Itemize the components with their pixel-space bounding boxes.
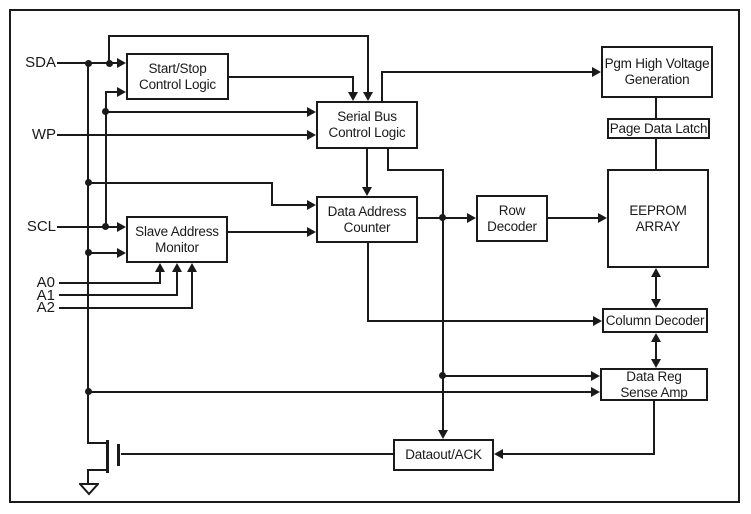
- wire-a1-riser: [176, 271, 178, 296]
- wire-row-decoder-to-eeprom: [548, 217, 598, 219]
- arrow-scl-into-start-stop: [117, 87, 126, 97]
- block-data-address-counter: Data Address Counter: [316, 196, 418, 243]
- wire-control-to-data-reg: [442, 375, 592, 377]
- pin-label-a0: A0: [36, 274, 55, 291]
- wire-scl-to-serial-bus: [105, 111, 308, 113]
- block-slave-address-monitor: Slave Address Monitor: [126, 216, 228, 263]
- wire-sda-to-data-reg: [87, 391, 592, 393]
- junction-control-data-reg: [439, 372, 446, 379]
- arrow-sam-into-dac: [307, 227, 316, 237]
- wire-serial-bus-up: [381, 71, 383, 101]
- mosfet-drain-stub: [87, 442, 107, 444]
- wire-serial-bus-to-dac: [366, 149, 368, 188]
- pin-label-sda: SDA: [25, 54, 56, 71]
- block-page-data-latch: Page Data Latch: [607, 118, 710, 139]
- wire-sda-to-sam: [87, 252, 118, 254]
- wire-serial-bus-right: [387, 169, 444, 171]
- block-row-decoder: Row Decoder: [476, 195, 548, 242]
- wire-sda-to-dac-v: [271, 182, 273, 206]
- block-dataout-ack: Dataout/ACK: [393, 439, 494, 471]
- arrow-into-column-decoder: [593, 316, 602, 326]
- wire-to-pgm-hv: [381, 71, 592, 73]
- block-data-reg-sense-amp: Data Reg Sense Amp: [600, 368, 708, 401]
- wire-a2-riser: [191, 271, 193, 309]
- pin-label-wp: WP: [31, 126, 56, 143]
- arrow-a1-into-sam: [172, 263, 182, 272]
- wire-eeprom-coldec: [655, 276, 657, 301]
- mosfet-channel-bar: [106, 440, 109, 473]
- arrow-a0-into-sam: [155, 263, 165, 272]
- block-serial-bus-control-logic: Serial Bus Control Logic: [316, 101, 418, 149]
- wire-sda-to-dac-h2: [271, 204, 308, 206]
- arrow-into-dac-top: [362, 187, 372, 196]
- wire-to-column-decoder: [367, 320, 593, 322]
- block-pgm-high-voltage-generation: Pgm High Voltage Generation: [601, 46, 713, 98]
- junction-sda-data-reg: [85, 388, 92, 395]
- arrow-into-dataout-right: [494, 449, 503, 459]
- junction-sda-top: [106, 60, 113, 67]
- mosfet-source-stub: [87, 469, 107, 471]
- wire-pgm-hv-to-page-latch: [655, 98, 657, 118]
- wire-sam-out: [227, 231, 308, 233]
- diagram-border: [9, 9, 740, 503]
- wire-a1: [59, 294, 178, 296]
- wire-ground-stem: [87, 469, 89, 484]
- junction-scl-pin: [102, 223, 109, 230]
- arrow-scl-into-serial-bus: [307, 107, 316, 117]
- arrow-sda-into-sam: [117, 248, 126, 258]
- arrow-into-data-reg-upper: [591, 371, 600, 381]
- wire-a0: [59, 282, 161, 284]
- wire-scl-bus: [105, 91, 107, 228]
- arrow-scl-into-sam: [117, 222, 126, 232]
- wire-data-reg-to-dataout: [503, 453, 655, 455]
- wire-coldec-datareg: [655, 341, 657, 361]
- wire-start-stop-out: [229, 76, 354, 78]
- arrow-sda-into-serial-bus-top: [363, 92, 373, 101]
- arrow-start-stop-into-serial-bus: [348, 92, 358, 101]
- arrow-coldec-datareg-down: [651, 359, 661, 368]
- ground-symbol-icon: [79, 483, 99, 496]
- wire-sda-drop-serial-bus: [367, 35, 369, 93]
- wire-sda-top-stub: [108, 35, 110, 64]
- pin-label-scl: SCL: [26, 218, 56, 235]
- junction-sda-dac: [85, 179, 92, 186]
- wire-sda-top-line: [108, 35, 369, 37]
- junction-sda-bus: [85, 60, 92, 67]
- wire-data-reg-down: [653, 401, 655, 455]
- junction-control-row-line: [439, 214, 446, 221]
- wire-dac-down: [367, 243, 369, 322]
- arrow-into-dac-upper: [307, 200, 316, 210]
- arrow-coldec-datareg-up: [651, 333, 661, 342]
- wire-a0-riser: [159, 271, 161, 284]
- pin-label-a2: A2: [36, 299, 55, 316]
- block-column-decoder: Column Decoder: [602, 308, 708, 333]
- wire-page-latch-to-eeprom: [655, 138, 657, 169]
- arrow-eeprom-coldec-down: [651, 299, 661, 308]
- arrow-into-eeprom: [598, 213, 607, 223]
- wire-dataout-to-gate: [121, 453, 393, 455]
- arrow-sda-to-start-stop: [117, 58, 126, 68]
- arrow-into-dataout-top: [438, 430, 448, 439]
- wire-start-stop-drop: [352, 76, 354, 93]
- wire-scl-to-start-stop: [105, 91, 118, 93]
- wire-control-vertical: [442, 169, 444, 431]
- junction-scl-serial-bus: [102, 108, 109, 115]
- wire-serial-bus-down: [387, 149, 389, 171]
- arrow-eeprom-coldec-up: [651, 268, 661, 277]
- wire-wp-pin: [57, 134, 308, 136]
- arrow-into-data-reg-lower: [591, 387, 600, 397]
- junction-sda-sam: [85, 249, 92, 256]
- arrow-into-row-decoder: [467, 213, 476, 223]
- wire-sda-to-dac-h: [87, 182, 273, 184]
- mosfet-gate-bar: [117, 444, 120, 466]
- wire-a2: [59, 307, 193, 309]
- wire-scl-pin: [57, 226, 118, 228]
- arrow-a2-into-sam: [187, 263, 197, 272]
- arrow-wp-into-serial-bus: [307, 130, 316, 140]
- block-start-stop-control-logic: Start/Stop Control Logic: [126, 53, 229, 100]
- pin-label-a1: A1: [36, 287, 55, 304]
- block-eeprom-array: EEPROM ARRAY: [607, 169, 709, 268]
- arrow-into-pgm-hv: [592, 67, 601, 77]
